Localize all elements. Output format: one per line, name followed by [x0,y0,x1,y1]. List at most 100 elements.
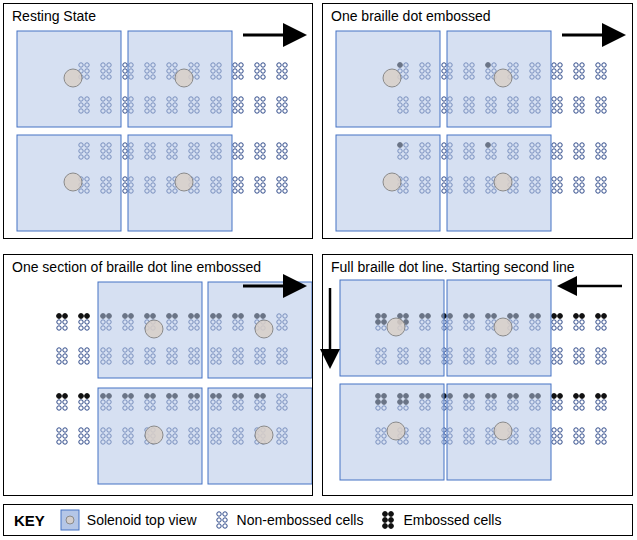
braille-dot [277,183,281,187]
braille-dot [283,63,287,67]
braille-dot [580,63,584,67]
braille-dot [123,143,127,147]
braille-dot [85,400,89,404]
braille-dot [558,320,562,324]
braille-dot [442,189,446,193]
braille-dot [574,103,578,107]
braille-dot [63,400,67,404]
braille-dot [596,320,600,324]
braille-dot [255,177,259,181]
braille-dot [277,149,281,153]
braille-dot [442,177,446,181]
braille-dot [602,406,606,410]
braille-dot [574,109,578,113]
legend-text: Embossed cells [403,512,501,528]
braille-dot [558,143,562,147]
braille-dot [580,400,584,404]
braille-dot [233,69,237,73]
braille-dot [558,400,562,404]
embossed-dot [79,394,84,399]
braille-dot [558,177,562,181]
embossed-dot [57,314,62,319]
legend-sample [59,509,81,531]
carriage-box [128,135,232,231]
braille-dot [63,406,67,410]
carriage-box [17,135,121,231]
embossed-dot [596,394,601,399]
braille-dot [123,103,127,107]
solenoid [387,318,405,336]
braille-dot [580,109,584,113]
braille-dot [596,348,600,352]
braille-dot [596,400,600,404]
braille-dot [580,149,584,153]
braille-dot [574,63,578,67]
braille-dot [558,109,562,113]
braille-dot [596,177,600,181]
braille-dot [216,518,220,522]
embossed-dot [85,314,90,319]
braille-dot [558,149,562,153]
braille-dot [442,103,446,107]
braille-dot [602,183,606,187]
braille-dot [602,400,606,404]
braille-dot [239,149,243,153]
step-panel: Resting State [3,3,313,239]
braille-dot [574,143,578,147]
braille-dot [558,183,562,187]
braille-dot [552,440,556,444]
braille-dot [580,434,584,438]
braille-dot [552,428,556,432]
braille-dot [57,360,61,364]
braille-dot [123,189,127,193]
braille-dot [261,109,265,113]
braille-dot [596,354,600,358]
carriage-box [340,280,444,376]
braille-dot [580,69,584,73]
braille-dot [602,155,606,159]
braille-dot [558,406,562,410]
braille-dot [558,326,562,330]
braille-dot [558,428,562,432]
braille-dot [283,183,287,187]
braille-dot [283,149,287,153]
braille-dot [85,406,89,410]
braille-dot [63,348,67,352]
braille-dot [580,440,584,444]
braille-dot [261,189,265,193]
braille-dot [79,434,83,438]
braille-dot [552,69,556,73]
carriage-box [447,280,551,376]
panel-title: One braille dot embossed [329,8,493,24]
key-heading: KEY [14,512,45,529]
braille-dot [442,149,446,153]
embossed-dot [558,394,563,399]
braille-dot [580,348,584,352]
braille-dot [63,354,67,358]
braille-dot [574,177,578,181]
braille-dot [57,428,61,432]
braille-dot [283,189,287,193]
braille-dot [558,103,562,107]
direction-arrow [243,285,301,288]
braille-dot [57,348,61,352]
embossed-dot [558,314,563,319]
braille-dot [239,143,243,147]
braille-dot [233,149,237,153]
braille-dot [580,428,584,432]
braille-dot [277,69,281,73]
braille-dot [123,109,127,113]
braille-dot [552,75,556,79]
braille-dot [442,75,446,79]
braille-dot [222,518,226,522]
braille-dot [233,183,237,187]
braille-dot [255,109,259,113]
braille-dot [558,75,562,79]
embossed-dot [383,524,388,529]
braille-dot [574,149,578,153]
carriage-box [340,384,444,480]
braille-dot [283,103,287,107]
braille-dot [277,97,281,101]
direction-arrow [329,288,332,364]
braille-dot [239,109,243,113]
